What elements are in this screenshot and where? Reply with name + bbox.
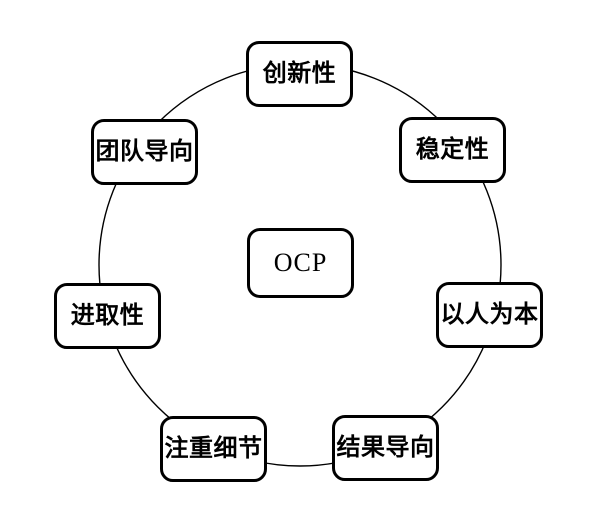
node-people-oriented: 以人为本 xyxy=(436,282,543,348)
node-innovation-label: 创新性 xyxy=(262,61,337,87)
node-enterprising-label: 进取性 xyxy=(70,303,145,329)
node-innovation: 创新性 xyxy=(246,41,353,107)
node-stability-label: 稳定性 xyxy=(415,137,490,163)
node-results-oriented-label: 结果导向 xyxy=(336,435,435,461)
node-center-ocp-label: OCP xyxy=(273,248,328,277)
node-people-oriented-label: 以人为本 xyxy=(440,302,539,328)
node-stability: 稳定性 xyxy=(399,117,506,183)
node-attention-to-detail: 注重细节 xyxy=(160,416,267,482)
node-team-oriented: 团队导向 xyxy=(91,119,198,185)
node-team-oriented-label: 团队导向 xyxy=(95,139,194,165)
node-results-oriented: 结果导向 xyxy=(332,415,439,481)
node-enterprising: 进取性 xyxy=(54,283,161,349)
node-center-ocp: OCP xyxy=(247,228,354,298)
node-attention-to-detail-label: 注重细节 xyxy=(164,436,263,462)
